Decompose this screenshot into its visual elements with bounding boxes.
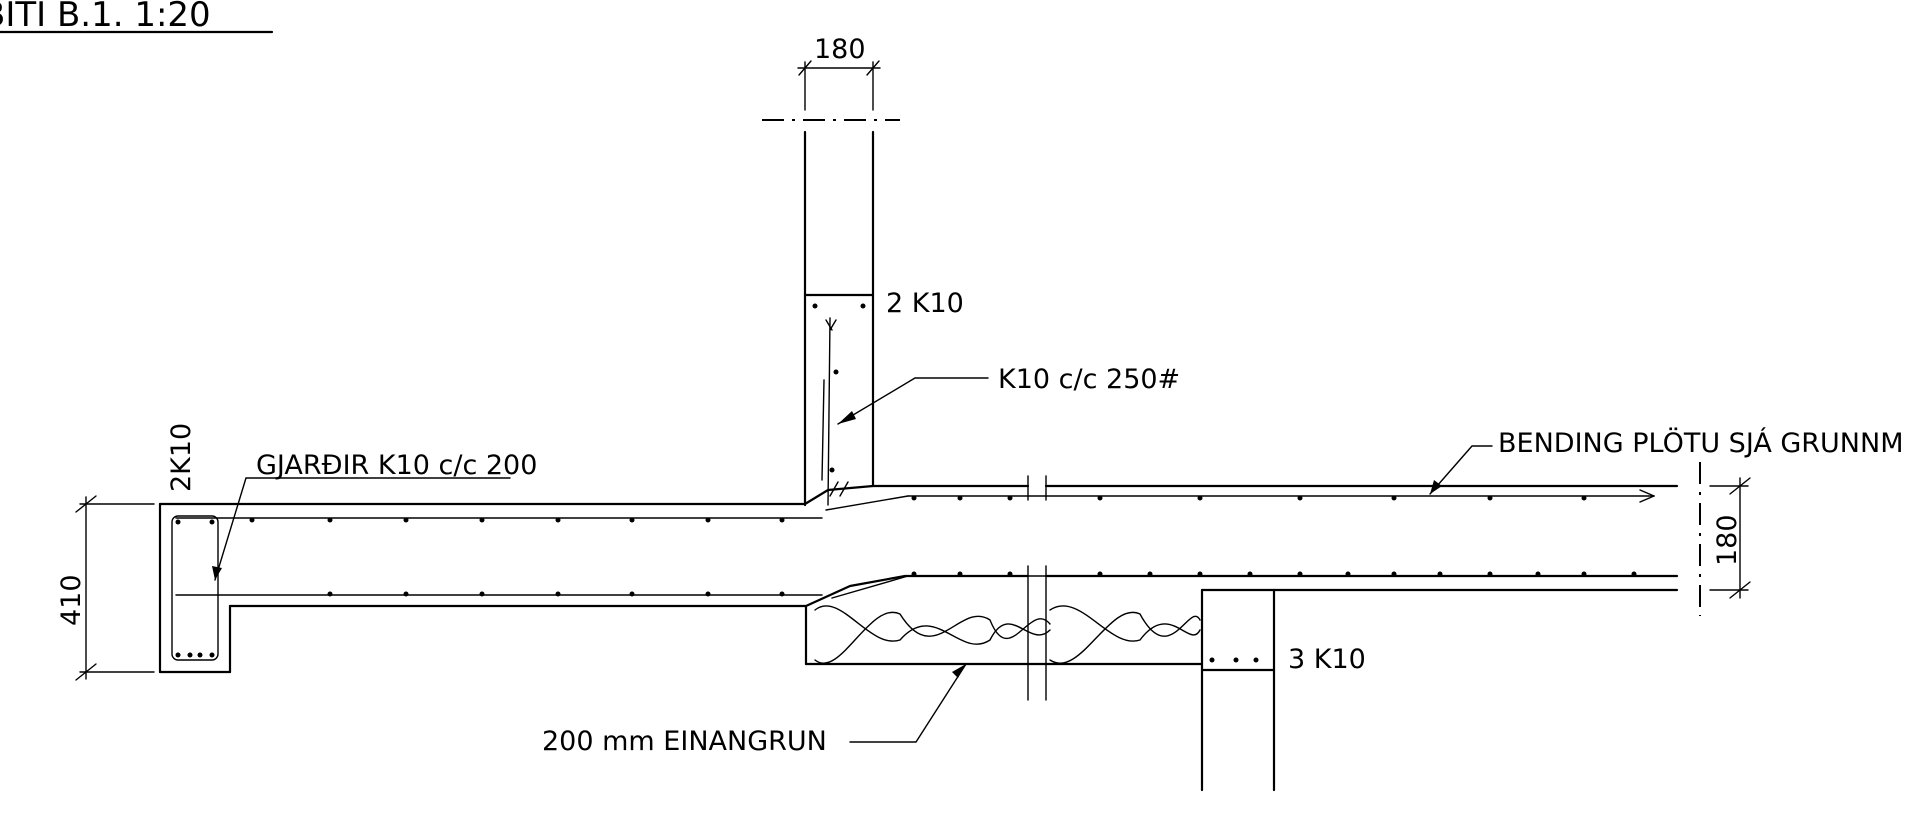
- leader-insulation: [849, 663, 967, 743]
- leader-bending: [1429, 445, 1493, 495]
- dimension-slab-thickness: [1699, 462, 1751, 616]
- lower-wall: [1200, 588, 1276, 792]
- label-stirrups: GJARÐIR K10 c/c 200: [256, 450, 537, 481]
- label-insulation: 200 mm EINANGRUN: [542, 726, 827, 757]
- leader-stirrups: [214, 477, 511, 581]
- drawing-title: BITI B.1. 1:20: [0, 0, 211, 35]
- edge-beam: [158, 502, 823, 674]
- label-bending-note: BENDING PLÖTU SJÁ GRUNNM: [1498, 427, 1904, 459]
- label-wall-bars: K10 c/c 250#: [998, 364, 1180, 395]
- label-beam-top-bars: 2K10: [166, 423, 197, 492]
- slab-bar-dots: [911, 495, 1637, 577]
- dimension-wall-thickness: [797, 60, 881, 111]
- label-top-bars: 2 K10: [886, 288, 964, 319]
- leader-wall-bars: [837, 377, 989, 425]
- label-bottom-bars: 3 K10: [1288, 644, 1366, 675]
- upper-wall: [762, 119, 900, 507]
- break-joint: [1027, 475, 1047, 701]
- floor-slab: [803, 481, 1679, 608]
- label-wall-thickness: 180: [814, 34, 866, 65]
- insulation-block: [804, 588, 1276, 666]
- label-beam-height: 410: [56, 574, 87, 626]
- label-slab-thickness: 180: [1712, 514, 1743, 566]
- beam-slab-bar-dots: [249, 517, 785, 597]
- dimension-beam-height: [75, 495, 155, 681]
